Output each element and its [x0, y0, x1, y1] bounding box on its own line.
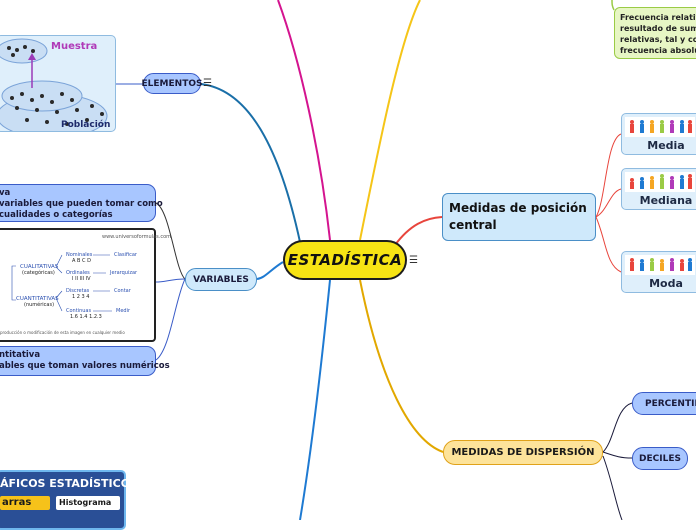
- medidas-line1: Medidas de posición: [449, 200, 589, 217]
- topic-variables[interactable]: VARIABLES: [185, 268, 257, 291]
- link-dispersion-deciles: [603, 452, 632, 458]
- media-label: Media: [622, 139, 696, 152]
- topic-medidas-posicion-central[interactable]: Medidas de posición central: [442, 193, 596, 241]
- variable-types-tree: [0, 230, 158, 344]
- link-magenta-top: [278, 0, 330, 240]
- link-gold-dispersion: [360, 280, 443, 452]
- moda-label: Moda: [622, 277, 696, 290]
- central-topic-estadistica[interactable]: ESTADÍSTICA: [283, 240, 407, 280]
- link-yellow-top: [360, 0, 420, 240]
- link-blue-elementos: [201, 84, 300, 242]
- link-variables-tabla: [156, 279, 185, 282]
- graficos-title: ÁFICOS ESTADÍSTICOS: [0, 477, 138, 490]
- mediana-figures-illustration: [622, 169, 696, 195]
- cualitativa-line2: variables que pueden tomar como: [0, 199, 151, 210]
- histograma-tab: Histograma: [56, 496, 120, 510]
- central-topic-label: ESTADÍSTICA: [288, 251, 403, 269]
- link-dispersion-down: [603, 456, 622, 520]
- hamburger-menu-icon[interactable]: ☰: [409, 255, 418, 266]
- percentil-label: PERCENTIL: [645, 399, 696, 409]
- link-blue-variables: [257, 262, 283, 279]
- barras-tab: arras: [0, 496, 50, 510]
- frecuencia-line3: relativas, tal y como: [620, 34, 696, 45]
- graficos-estadisticos-image[interactable]: ÁFICOS ESTADÍSTICOS arras Histograma: [0, 470, 126, 530]
- moda-image[interactable]: Moda: [621, 251, 696, 293]
- topic-elementos[interactable]: ELEMENTOS: [143, 73, 201, 94]
- frecuencia-line4: frecuencia absoluta: [620, 45, 696, 56]
- dispersion-label: MEDIDAS DE DISPERSIÓN: [451, 447, 594, 458]
- frecuencia-line2: resultado de sumar: [620, 23, 696, 34]
- media-figures-illustration: [622, 114, 696, 140]
- link-variables-cuantitativa: [156, 279, 185, 360]
- frecuencia-relativa-note[interactable]: Frecuencia relativa resultado de sumar r…: [614, 7, 696, 59]
- link-yellow-frecuencia: [612, 0, 614, 10]
- link-blue-graficos: [300, 280, 330, 520]
- histograma-label: Histograma: [59, 498, 111, 507]
- link-dispersion-percentil: [603, 403, 632, 452]
- topic-percentil[interactable]: PERCENTIL: [632, 392, 696, 415]
- media-image[interactable]: Media: [621, 113, 696, 155]
- frecuencia-line1: Frecuencia relativa: [620, 12, 696, 23]
- link-medidas-media: [596, 134, 621, 217]
- topic-deciles[interactable]: DECILES: [632, 447, 688, 470]
- hamburger-menu-icon[interactable]: ☰: [203, 78, 212, 89]
- barras-label: arras: [2, 497, 31, 508]
- variable-types-image[interactable]: www.universoformulas.com CUALITATIVAS (c…: [0, 228, 156, 342]
- cualitativa-line3: cualidades o categorías: [0, 210, 151, 221]
- link-red-medidas: [395, 217, 442, 245]
- medidas-line2: central: [449, 217, 589, 234]
- topic-elementos-label: ELEMENTOS: [142, 79, 203, 89]
- topic-variables-label: VARIABLES: [193, 275, 249, 285]
- cuantitativa-line1: ntitativa: [0, 350, 151, 361]
- link-variables-cualitativa: [156, 203, 185, 279]
- deciles-label: DECILES: [639, 454, 681, 464]
- cuantitativa-line2: ables que toman valores numéricos: [0, 361, 151, 372]
- cuantitativa-node[interactable]: ntitativa ables que toman valores numéri…: [0, 346, 156, 376]
- link-medidas-moda: [596, 217, 621, 272]
- moda-figures-illustration: [622, 252, 696, 278]
- link-medidas-mediana: [596, 189, 621, 217]
- muestra-poblacion-image[interactable]: Muestra Población: [0, 35, 116, 132]
- mediana-label: Mediana: [622, 194, 696, 207]
- topic-medidas-dispersion[interactable]: MEDIDAS DE DISPERSIÓN: [443, 440, 603, 465]
- cualitativa-line1: va: [0, 188, 151, 199]
- cualitativa-node[interactable]: va variables que pueden tomar como cuali…: [0, 184, 156, 222]
- mediana-image[interactable]: Mediana: [621, 168, 696, 210]
- poblacion-label: Población: [61, 120, 110, 130]
- muestra-label: Muestra: [51, 41, 97, 52]
